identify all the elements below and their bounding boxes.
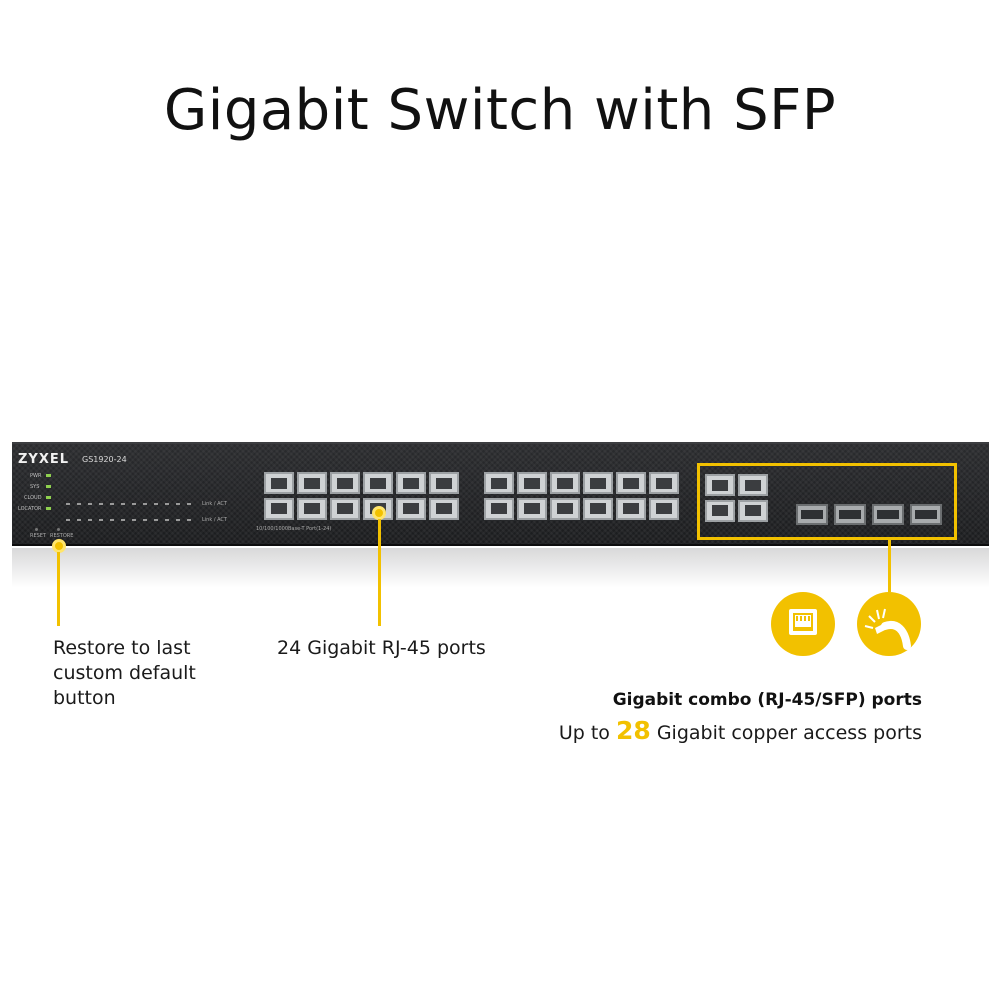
combo-prefix: Up to [558,722,610,744]
combo-ports-highlight [697,463,957,540]
rj45-port[interactable] [297,472,327,494]
combo-count: 28 [615,716,651,745]
model-label: GS1920-24 [82,455,127,464]
restore-button-label: RESTORE [50,533,74,539]
rj45-port[interactable] [363,472,393,494]
rj45-port[interactable] [484,472,514,494]
ethernet-port-icon [771,592,835,656]
restore-callout-line-1: Restore to last [53,637,191,659]
restore-button[interactable] [57,528,60,531]
restore-callout-dot [52,539,66,553]
fiber-cable-icon-svg [864,608,911,650]
link-act-label-top: Link / ACT [202,501,227,507]
led-label-cloud: CLOUD [24,495,42,501]
rj45-port[interactable] [330,498,360,520]
sfp-slot[interactable] [872,504,904,525]
sfp-slot[interactable] [796,504,828,525]
rj45-port[interactable] [616,472,646,494]
reset-button-label: RESET [30,533,47,539]
ethernet-port-icon-svg [789,609,817,635]
rj45-port[interactable] [616,498,646,520]
rj45-port[interactable] [649,498,679,520]
sys-led [46,485,51,488]
page-title: Gigabit Switch with SFP [163,78,837,143]
switch-chassis: ZYXEL GS1920-24 PWR SYS CLOUD LOCATOR Li… [12,442,989,546]
combo-rj45-port[interactable] [738,474,768,496]
link-act-label-bottom: Link / ACT [202,517,227,523]
restore-callout-line [57,552,60,626]
rj45-port[interactable] [264,472,294,494]
reset-button[interactable] [35,528,38,531]
rj45-port[interactable] [550,472,580,494]
combo-rj45-bank [705,474,768,522]
locator-led [46,507,51,510]
rj45-port[interactable] [649,472,679,494]
fiber-cable-icon [857,592,921,656]
rj45-port[interactable] [517,498,547,520]
restore-callout-line-3: button [53,687,116,709]
rj45-callout-line [378,519,381,626]
rj45-port[interactable] [396,472,426,494]
combo-ports-title: Gigabit combo (RJ-45/SFP) ports [612,690,922,710]
led-label-pwr: PWR [30,473,42,479]
rj45-bank-1 [264,472,459,520]
rj45-port[interactable] [264,498,294,520]
pwr-led [46,474,51,477]
combo-callout-line [888,540,891,592]
combo-suffix: Gigabit copper access ports [656,722,922,744]
switch-reflection [12,548,989,588]
combo-rj45-port[interactable] [705,500,735,522]
led-label-locator: LOCATOR [18,506,42,512]
port-caption: 10/100/1000Base-T Port(1-24) [256,526,332,532]
rj45-port[interactable] [396,498,426,520]
rj45-port[interactable] [429,472,459,494]
rj45-port[interactable] [484,498,514,520]
rj45-port[interactable] [550,498,580,520]
rj45-port[interactable] [583,472,613,494]
led-label-sys: SYS [30,484,40,490]
rj45-callout-dot [372,506,386,520]
combo-rj45-port[interactable] [705,474,735,496]
brand-logo: ZYXEL [18,452,70,467]
restore-callout-line-2: custom default [53,662,196,684]
rj45-callout-label: 24 Gigabit RJ-45 ports [277,637,486,659]
combo-ports-subtitle: Up to 28 Gigabit copper access ports [559,716,922,745]
cloud-led [46,496,51,499]
sfp-slot[interactable] [910,504,942,525]
rj45-port[interactable] [297,498,327,520]
restore-callout-label: Restore to last custom default button [53,636,273,711]
rj45-port[interactable] [429,498,459,520]
rj45-port[interactable] [330,472,360,494]
combo-rj45-port[interactable] [738,500,768,522]
port-led-grid [66,503,196,523]
rj45-port[interactable] [517,472,547,494]
sfp-slot[interactable] [834,504,866,525]
rj45-port[interactable] [583,498,613,520]
rj45-bank-2 [484,472,679,520]
